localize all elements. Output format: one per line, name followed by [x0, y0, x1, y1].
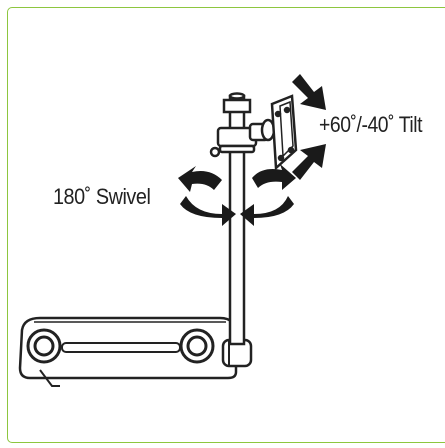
swivel-label: 180˚ Swivel: [53, 184, 151, 209]
swivel-arrow-icon: [252, 164, 296, 190]
swivel-arrow-icon: [240, 196, 294, 226]
pole-base: [221, 338, 253, 368]
tilt-arm: [248, 118, 276, 142]
vesa-plate: [270, 94, 298, 171]
vertical-pole: [222, 92, 252, 346]
diagram-frame: [7, 7, 445, 443]
clamp-knob-right: [179, 328, 215, 364]
tilt-arrow-icon: [292, 144, 326, 180]
tilt-arrow-icon: [292, 74, 326, 110]
clamp-knob-left: [26, 328, 62, 364]
swivel-arrow-icon: [180, 196, 236, 226]
swivel-arrow-icon: [178, 166, 222, 192]
tilt-label: +60˚/-40˚ Tilt: [319, 112, 423, 137]
base-clamp: [18, 316, 238, 387]
